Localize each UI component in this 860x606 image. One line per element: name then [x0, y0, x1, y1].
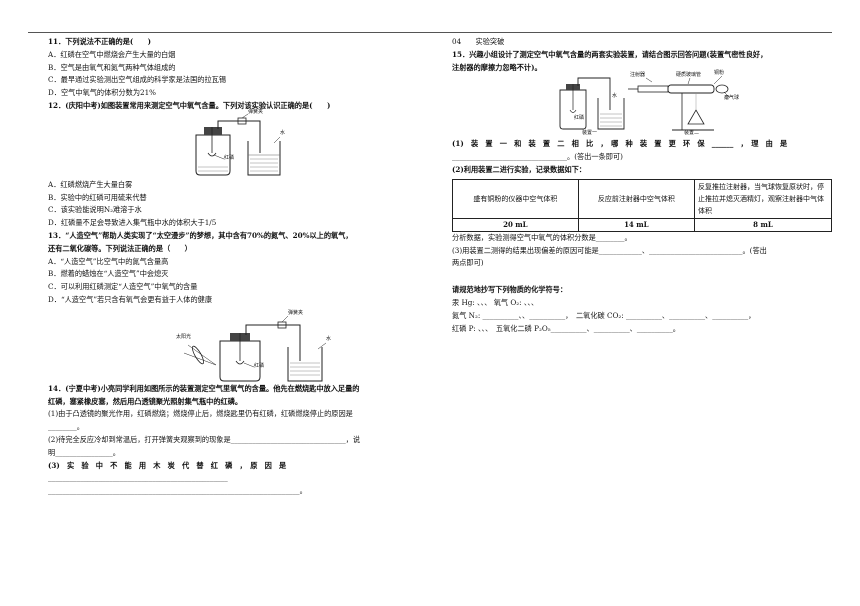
q12-clip-label: 弹簧夹: [248, 108, 264, 115]
table-row: 盛有铜粉的仪器中空气体积 反应前注射器中空气体积 反复推拉注射器，当气球恢复原状…: [452, 178, 833, 219]
q13-option-b: B．燃着的蜡烛在“人造空气”中会熄灭: [48, 269, 169, 279]
table-header-cell: 反复推拉注射器，当气球恢复原状时，停止推拉并熄灭酒精灯，观察注射器中气体体积: [693, 178, 833, 219]
q14-part2-line2: 明________________。: [48, 447, 120, 457]
q14-part1-line1: (1)由于凸透镜的聚光作用，红磷燃烧；燃烧停止后，燃烧匙里仍有红磷，红磷燃烧停止…: [48, 409, 353, 419]
q14-part3-line2: ________________________________________…: [48, 473, 228, 483]
q15-balloon-label: 瘪气球: [724, 95, 740, 102]
q15-syringe-label: 注射器: [630, 72, 646, 79]
q12-stem: 12．(庆阳中考)如图装置常用来测定空气中氧气含量。下列对该实验认识正确的是( …: [48, 100, 331, 110]
practice-line-3: 红磷 P: 、、、 五氧化二磷 P₂O₅__________、_________…: [452, 323, 680, 333]
q14-apparatus-figure: 弹簧夹 太阳光 红磷 水: [48, 307, 420, 383]
table-cell: 14 mL: [577, 217, 695, 232]
q15-part1-line2: ________________________________。(答出一条即可…: [452, 152, 623, 162]
left-column: 11．下列说法不正确的是( ) A．红磷在空气中燃烧会产生大量的白烟 B．空气是…: [48, 36, 420, 498]
q13-option-a: A．“人造空气”比空气中的氮气含量高: [48, 256, 169, 266]
section-title: 04 实验突破: [452, 37, 505, 46]
q14-stem-line2: 红磷，塞紧橡皮塞，然后用凸透镜聚光照射集气瓶中的红磷。: [48, 396, 243, 406]
q11-option-a: A．红磷在空气中燃烧会产生大量的白烟: [48, 49, 176, 59]
practice-title: 请规范地抄写下列物质的化学符号：: [452, 285, 568, 295]
q15-stem-line2: 注射器的摩擦力忽略不计)。: [452, 62, 542, 72]
q14-stem-line1: 14．(宁夏中考)小亮同学利用如图所示的装置测定空气里氧气的含量。他先在燃烧匙中…: [48, 383, 360, 393]
practice-line-1: 汞 Hg: 、、、 氧气 O₂: 、、、: [452, 297, 539, 307]
q14-part3-line3: ________________________________________…: [48, 486, 307, 496]
q14-clip-label: 弹簧夹: [288, 309, 304, 316]
q12-apparatus-diagram: [195, 113, 281, 176]
q15-tube-label: 硬质玻璃管: [676, 72, 702, 79]
q12-water-label: 水: [280, 129, 286, 136]
q15-part3-line2: 两点即可): [452, 258, 484, 268]
q12-apparatus-figure: 弹簧夹 红磷 水: [48, 108, 420, 179]
q12-phosphorus-label: 红磷: [224, 154, 235, 161]
right-column: 04 实验突破 15．兴趣小组设计了测定空气中氧气含量的两套实验装置，请结合图示…: [452, 36, 837, 335]
q15-device1-water-label: 水: [612, 93, 618, 100]
q15-device1-caption: 装置一: [582, 130, 598, 137]
q15-data-table: 盛有铜粉的仪器中空气体积 反应前注射器中空气体积 反复推拉注射器，当气球恢复原状…: [452, 178, 833, 232]
q15-part3-line1: (3)用装置二测得的结果出现偏差的原因可能是____________、_____…: [452, 245, 767, 255]
q11-stem: 11．下列说法不正确的是( ): [48, 37, 152, 46]
q14-phosphorus-label: 红磷: [254, 362, 265, 369]
q14-part2-line1: (2)待完全反应冷却到常温后，打开弹簧夹观察到的现象是_____________…: [48, 434, 361, 444]
q15-device2-caption: 装置二: [684, 130, 700, 137]
q15-analysis: 分析数据，实验测得空气中氧气的体积分数是________。: [452, 232, 632, 242]
q14-apparatus-diagram: [183, 315, 327, 382]
table-row: 20 mL 14 mL 8 mL: [452, 217, 833, 232]
q11-option-c: C．最早通过实验测出空气组成的科学家是法国的拉瓦锡: [48, 75, 227, 85]
q15-copper-label: 铜粉: [714, 70, 725, 77]
q15-part2: (2)利用装置二进行实验，记录数据如下：: [452, 164, 586, 174]
q11-option-d: D．空气中氧气的体积分数为21%: [48, 88, 156, 98]
table-cell: 20 mL: [452, 217, 579, 232]
q14-part1-line2: ________。: [48, 422, 84, 432]
q15-apparatus-figure: 红磷 水 装置一 注射器 硬质玻璃管 铜粉 瘪气球 装置二: [452, 70, 837, 138]
table-cell: 8 mL: [693, 217, 833, 232]
header-rule: [28, 32, 832, 33]
q11-option-b: B．空气是由氧气和氮气两种气体组成的: [48, 62, 176, 72]
spacer: [452, 270, 837, 284]
q13-stem-line2: 还有二氧化碳等。下列说法正确的是（ ）: [48, 243, 192, 253]
q13-stem-line1: 13．“人造空气”帮助人类实现了“太空漫步”的梦想，其中含有70%的氮气、20%…: [48, 230, 353, 240]
q15-apparatus-diagram: [559, 76, 731, 131]
q12-option-a: A．红磷燃烧产生大量白雾: [48, 179, 133, 189]
q14-part3-line1: (3) 实 验 中 不 能 用 木 炭 代 替 红 磷 ， 原 因 是: [48, 460, 287, 470]
practice-line-2: 氮气 N₂: __________、、__________， 二氧化碳 CO₂:…: [452, 310, 756, 320]
q12-option-b: B．实验中的红磷可用硫来代替: [48, 192, 147, 202]
q14-water-label: 水: [326, 335, 332, 342]
q14-sunlight-label: 太阳光: [176, 333, 192, 340]
q15-device1-phosphorus-label: 红磷: [574, 115, 585, 122]
q13-option-d: D．“人造空气”若只含有氧气会更有益于人体的健康: [48, 294, 213, 304]
q12-option-d: D．红磷量不足会导致进入集气瓶中水的体积大于1/5: [48, 218, 217, 228]
q15-stem-line1: 15．兴趣小组设计了测定空气中氧气含量的两套实验装置，请结合图示回答问题(装置气…: [452, 49, 768, 59]
table-header-cell: 盛有铜粉的仪器中空气体积: [452, 178, 579, 219]
q13-option-c: C．可以利用红磷测定“人造空气”中氧气的含量: [48, 282, 198, 292]
q12-option-c: C．该实验能说明N₂难溶于水: [48, 205, 142, 215]
table-header-cell: 反应前注射器中空气体积: [577, 178, 695, 219]
q15-part1-line1: (1) 装 置 一 和 装 置 二 相 比 ， 哪 种 装 置 更 环 保 __…: [452, 139, 788, 149]
